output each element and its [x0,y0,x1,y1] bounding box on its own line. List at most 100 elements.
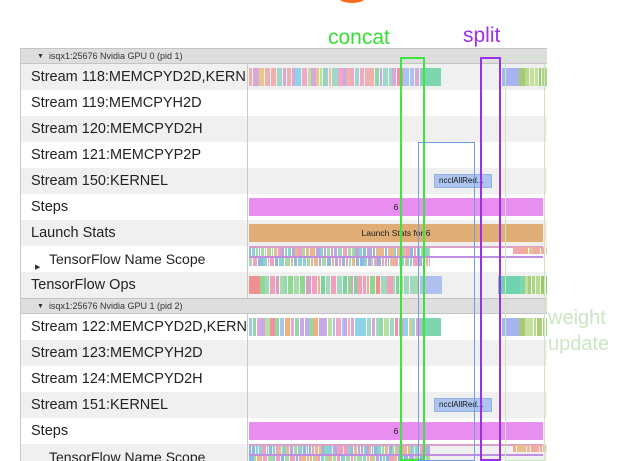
trace-segment [357,276,363,294]
timeline-row[interactable]: Stream 121:MEMCPYP2P [21,142,547,168]
trace-segment [369,445,371,454]
trace-bar: Launch Stats for 6 [249,224,543,242]
trace-segment [273,247,278,256]
trace-viewer-panel[interactable]: ▼ isqx1:25676 Nvidia GPU 0 (pid 1) Stream … [20,48,547,461]
trace-segment [389,68,392,86]
process-group-header-gpu0[interactable]: ▼ isqx1:25676 Nvidia GPU 0 (pid 1) [21,48,547,64]
trace-segment [420,247,425,256]
timeline-track[interactable]: ncclAllRed... [248,392,547,418]
trace-segment [526,445,531,452]
annotation-weight-line1: weight [548,307,606,329]
trace-segment [309,247,312,256]
timeline-track[interactable] [248,90,547,116]
trace-segment [311,68,316,86]
trace-segment [403,455,406,461]
trace-bar: 6 [249,422,543,440]
trace-segment [336,455,340,461]
timeline-row-label-text: Stream 118:MEMCPYD2D,KERNEL,ME [31,69,247,85]
trace-segment [251,247,256,256]
timeline-row-label-text: TensorFlow Name Scope [49,251,206,267]
trace-segment [322,445,324,454]
trace-segment [279,318,284,336]
trace-segment [423,445,427,454]
timeline-row[interactable]: ▶ TensorFlow Name Scope [21,246,547,272]
trace-segment [275,276,279,294]
trace-segment [249,257,253,266]
timeline-track[interactable] [248,340,547,366]
trace-segment [344,318,348,336]
trace-segment [408,318,411,336]
trace-segment [267,257,270,266]
trace-segment [285,455,290,461]
trace-segment [255,247,259,256]
trace-segment [263,257,267,266]
trace-segment [353,455,357,461]
trace-segment [266,445,269,454]
trace-segment [262,445,266,454]
trace-segment [413,257,419,266]
collapse-arrow-icon[interactable]: ▼ [37,52,44,60]
trace-bar: 6 [249,198,543,216]
timeline-track[interactable]: 6 [248,194,547,220]
collapse-arrow-icon[interactable]: ▼ [37,302,44,310]
timeline-row[interactable]: TensorFlow Ops [21,272,547,298]
timeline-track[interactable] [248,246,547,272]
timeline-track[interactable] [248,64,547,90]
trace-segment [315,455,318,461]
timeline-track[interactable] [248,444,547,461]
trace-segment [362,276,367,294]
trace-segment [545,247,547,254]
process-group-label: isqx1:25676 Nvidia GPU 0 (pid 1) [48,51,183,61]
timeline-track[interactable] [248,116,547,142]
timeline-track[interactable]: Launch Stats for 6 [248,220,547,246]
trace-segment [301,68,308,86]
trace-segment [404,445,408,454]
trace-bar [421,318,441,336]
trace-segment [419,445,424,454]
timeline-row[interactable]: Steps 6 [21,194,547,220]
trace-segment [381,257,385,266]
timeline-row-label-text: Steps [31,199,69,215]
trace-segment [338,257,341,266]
timeline-row-label-text: Stream 123:MEMCPYH2D [31,345,203,361]
timeline-row[interactable]: Stream 123:MEMCPYH2D [21,340,547,366]
timeline-row[interactable]: Stream 120:MEMCPYD2H [21,116,547,142]
timeline-row[interactable]: Stream 118:MEMCPYD2D,KERNEL,ME [21,64,547,90]
trace-segment [387,276,393,294]
trace-segment [346,68,351,86]
timeline-track[interactable] [248,272,547,298]
trace-segment [387,247,392,256]
timeline-row-label: ▶TensorFlow Name Scope [21,444,248,461]
timeline-track[interactable]: 6 [248,418,547,444]
trace-segment [383,318,390,336]
trace-segment [525,276,528,294]
timeline-row-label-text: Stream 119:MEMCPYH2D [31,95,202,111]
trace-segment [380,247,385,256]
timeline-row[interactable]: ▶TensorFlow Name Scope [21,444,547,461]
trace-segment [336,318,341,336]
timeline-track[interactable]: ncclAllRed... [248,168,547,194]
trace-segment [429,257,430,266]
trace-segment [366,445,369,454]
trace-segment [325,276,330,294]
expand-arrow-icon[interactable]: ▶ [35,453,40,461]
timeline-track[interactable] [248,142,547,168]
trace-segment [290,455,295,461]
timeline-track[interactable] [248,366,547,392]
nccl-all-reduce-block[interactable]: ncclAllRed... [434,174,492,188]
timeline-row[interactable]: Stream 119:MEMCPYH2D [21,90,547,116]
timeline-row[interactable]: Stream 124:MEMCPYD2H [21,366,547,392]
trace-segment [425,257,429,266]
trace-segment [284,276,288,294]
timeline-track[interactable] [248,314,547,340]
trace-segment [258,445,262,454]
nccl-all-reduce-block[interactable]: ncclAllRed... [434,398,492,412]
process-group-header-gpu1[interactable]: ▼isqx1:25676 Nvidia GPU 1 (pid 2) [21,298,547,314]
timeline-row[interactable]: Stream 122:MEMCPYD2D,KERNEL,MI [21,314,547,340]
trace-segment [335,257,339,266]
expand-arrow-icon[interactable]: ▶ [35,264,41,271]
